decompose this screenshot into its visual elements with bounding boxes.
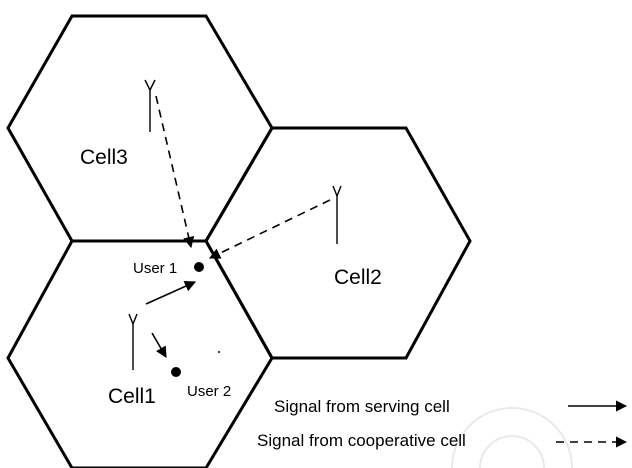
watermark [451, 407, 573, 468]
hexagon-cell1 [6, 239, 274, 468]
user1-label: User 1 [133, 260, 177, 277]
cell3-label: Cell3 [80, 146, 128, 169]
hexagon-cell2 [204, 126, 472, 360]
hexagon-cell3 [6, 14, 274, 243]
stray-dot [218, 351, 220, 353]
legend-cooperative-label: Signal from cooperative cell [257, 431, 466, 450]
serving-signal-to-user2 [151, 332, 167, 358]
legend-serving-label: Signal from serving cell [274, 397, 450, 416]
cooperative-signal-from-cell3 [155, 95, 195, 249]
user2-dot [171, 367, 181, 377]
cooperative-signal-from-cell2 [208, 199, 331, 259]
antenna-icon [128, 313, 138, 370]
user2-label: User 2 [187, 383, 231, 400]
cell1-label: Cell1 [108, 385, 156, 408]
cell2-label: Cell2 [334, 266, 382, 289]
serving-signal-to-user1 [145, 281, 197, 305]
antenna-icon [144, 79, 156, 132]
legend: Signal from serving cell Signal from coo… [257, 397, 628, 450]
antenna-icon [332, 185, 342, 244]
user1-dot [194, 262, 204, 272]
